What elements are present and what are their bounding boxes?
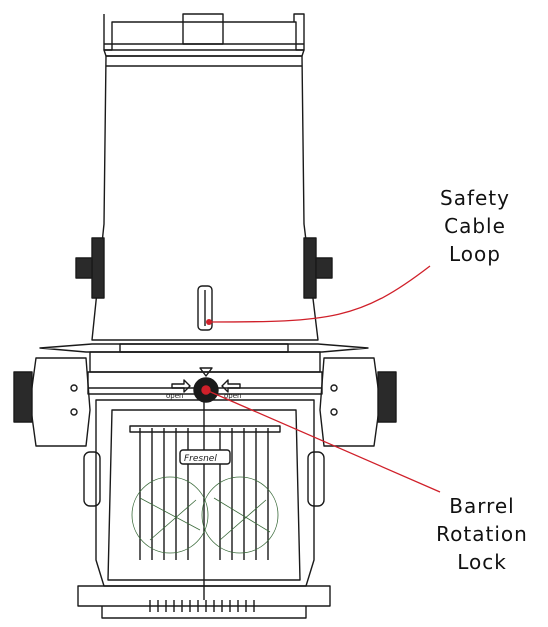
barrel-knob-right [303,237,333,299]
lock-label-right: open [224,392,241,400]
callout-safety-cable-loop: Safety Cable Loop [420,184,530,268]
yoke-arm-left [13,357,91,447]
yoke-arm-right [319,357,397,447]
accessory-holder [103,13,305,57]
barrel-knob-left [75,237,105,299]
callout-line: Rotation [436,522,528,546]
brand-badge-text: Fresnel [184,454,217,464]
lock-label-left: open [166,392,183,400]
callout-line: Barrel [449,494,515,518]
main-housing [83,399,325,600]
callout-line: Safety [440,186,510,210]
brand-badge [179,449,231,465]
callout-line: Loop [449,242,501,266]
cooling-fins [129,425,281,560]
leader-safety-cable [208,265,431,323]
safety-cable-loop [197,285,213,331]
callout-line: Lock [457,550,507,574]
fan-area [131,476,279,554]
callout-barrel-rotation-lock: Barrel Rotation Lock [420,492,544,576]
leader-barrel-lock [205,389,441,493]
lens-barrel [91,55,319,341]
base [77,585,331,619]
leader-safety-dot [206,319,212,325]
callout-line: Cable [444,214,506,238]
